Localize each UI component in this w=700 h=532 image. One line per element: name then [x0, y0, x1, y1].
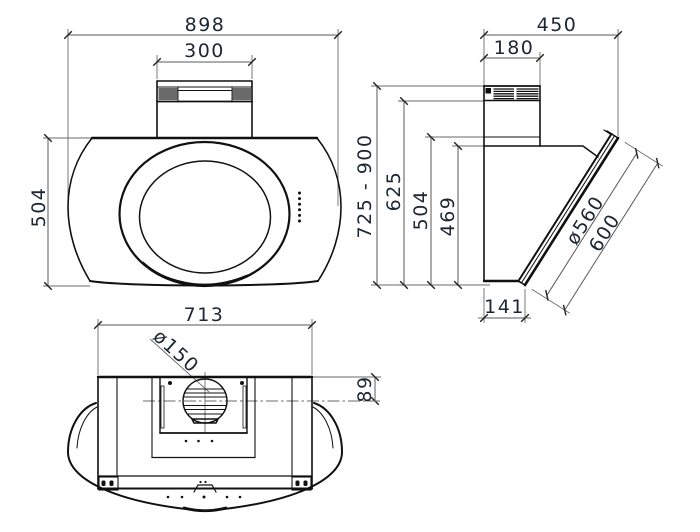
control-buttons	[298, 191, 301, 223]
duct-housing	[151, 376, 256, 459]
front-grille-slats	[158, 88, 251, 100]
dim-bottom-outlet-offset: 89	[354, 375, 376, 402]
dim-side-overall-depth: 450	[537, 14, 578, 36]
dim-side-height-625: 625	[383, 171, 405, 212]
bottom-view: 713 ø150 89	[66, 304, 381, 513]
dim-front-body-height: 504	[28, 187, 50, 228]
dim-front-chimney-width: 300	[184, 40, 225, 62]
bottom-handle	[166, 480, 242, 499]
dim-side-height-469: 469	[437, 196, 459, 237]
front-view: 898 300 504	[28, 14, 343, 291]
dim-side-chimney-depth: 180	[494, 37, 535, 59]
air-outlet	[182, 378, 228, 424]
side-body-top	[483, 145, 599, 158]
side-view: 450 180 725 - 900 625 504 469 ø560 600 1…	[354, 14, 664, 323]
dim-bottom-body-width: 713	[184, 304, 225, 326]
side-grille-slats	[493, 88, 539, 100]
dim-front-overall-width: 898	[185, 14, 226, 36]
dim-side-bottom-depth: 141	[484, 296, 525, 318]
side-glass-panel	[517, 129, 620, 287]
dim-side-height-504: 504	[410, 190, 432, 231]
mounting-feet	[98, 476, 312, 491]
front-glass-inner	[138, 160, 272, 274]
dim-side-height-range: 725 - 900	[354, 134, 376, 239]
dim-bottom-outlet-diameter: ø150	[149, 325, 204, 377]
